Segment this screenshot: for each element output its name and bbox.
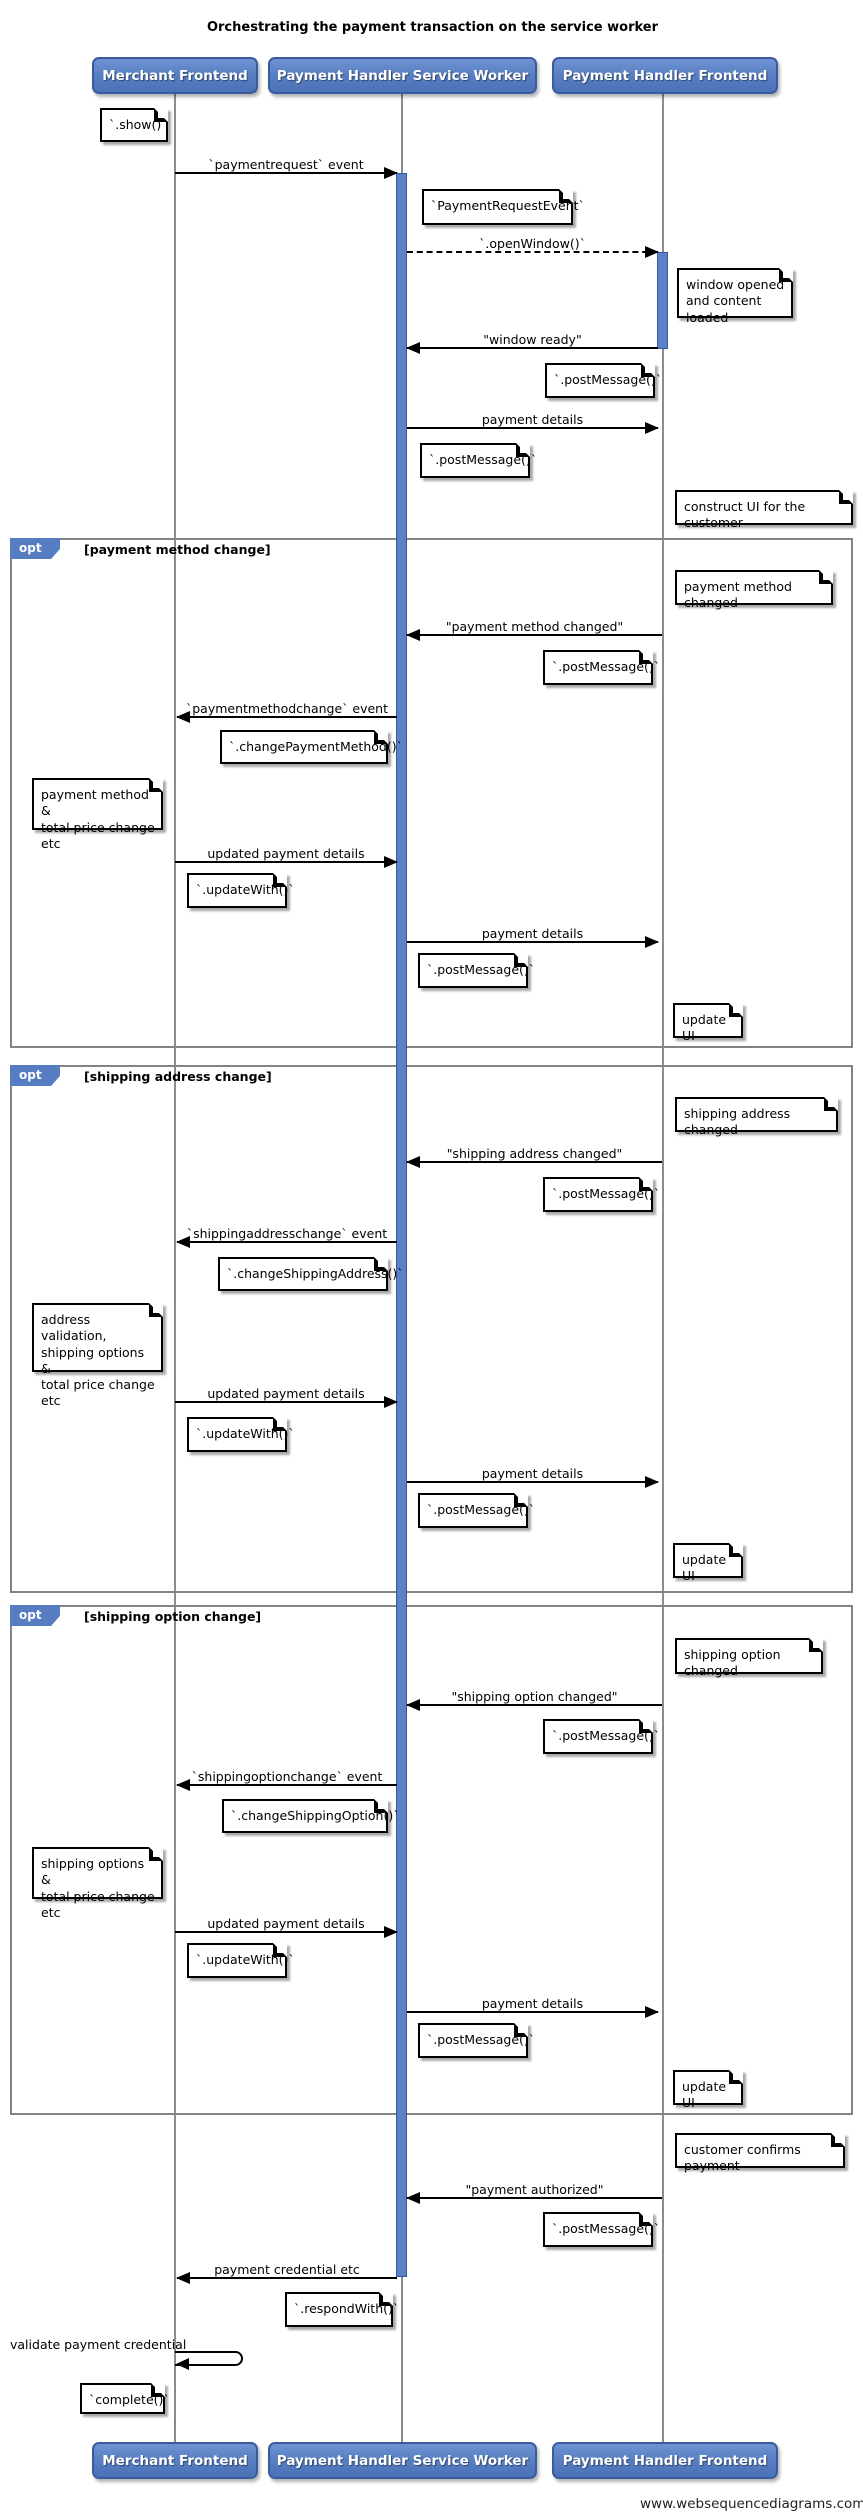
note-changepaymentmethod: `.changePaymentMethod()`	[220, 730, 403, 764]
message-paymentrequest-event: `paymentrequest` event	[175, 156, 398, 179]
opt-fragment-condition: [payment method change]	[84, 542, 271, 557]
note-updatewith-opt1: `.updateWith()`	[187, 873, 295, 908]
message-label: "shipping option changed"	[451, 1689, 618, 1704]
message-validate-payment-credential-loop	[175, 2351, 243, 2366]
message-label: payment details	[481, 412, 584, 427]
note-window-opened: window opened and content loaded	[677, 268, 793, 325]
message-payment-details-1: payment details	[407, 411, 659, 434]
note-update-ui-opt1: update UI	[673, 1003, 743, 1043]
note-postmessage-opt2: `.postMessage()`	[543, 1177, 660, 1212]
note-update-ui-opt2: update UI	[673, 1543, 743, 1583]
note-shipping-options-total-price: shipping options & total price change et…	[32, 1847, 163, 1920]
message-shippingoptionchange-event: `shippingoptionchange` event	[176, 1768, 397, 1791]
activation-payment-handler-frontend	[657, 252, 668, 349]
note-customer-confirms-payment: customer confirms payment	[675, 2133, 845, 2173]
message-label: `paymentrequest` event	[208, 157, 364, 172]
note-show: `.show()`	[100, 108, 168, 142]
lifeline-merchant-frontend	[174, 93, 176, 2442]
participant-top-payment-handler-frontend: Payment Handler Frontend	[552, 57, 778, 94]
note-respondwith: `.respondWith()`	[285, 2292, 399, 2327]
message-label: payment details	[481, 1466, 584, 1481]
participant-bottom-payment-handler-frontend: Payment Handler Frontend	[552, 2442, 778, 2479]
participant-top-merchant-frontend: Merchant Frontend	[92, 57, 258, 94]
note-payment-method-changed: payment method changed	[675, 570, 833, 610]
opt-fragment-condition: [shipping option change]	[84, 1609, 262, 1624]
message-payment-details-3: payment details	[407, 1465, 659, 1488]
message-window-ready: "window ready"	[406, 331, 658, 354]
diagram-title: Orchestrating the payment transaction on…	[206, 20, 659, 35]
message-payment-credential-etc: payment credential etc	[176, 2261, 397, 2284]
message-label: `shippingaddresschange` event	[186, 1226, 388, 1241]
note-postmessage-final: `.postMessage()`	[543, 2212, 660, 2247]
note-updatewith-opt2: `.updateWith()`	[187, 1417, 295, 1452]
note-construct-ui: construct UI for the customer	[675, 490, 853, 530]
message-label: "payment method changed"	[445, 619, 624, 634]
message-updated-payment-details-2: updated payment details	[175, 1385, 398, 1408]
message-label: payment details	[481, 1996, 584, 2011]
message-shipping-option-changed: "shipping option changed"	[406, 1688, 662, 1711]
note-paymentrequestevent: `PaymentRequestEvent`	[422, 189, 585, 225]
opt-fragment-keyword: opt	[10, 538, 60, 559]
note-postmessage-opt3-details: `.postMessage()`	[418, 2023, 535, 2058]
note-postmessage-payment-details-1: `.postMessage()`	[420, 443, 537, 478]
opt-fragment-shipping-option-change: opt [shipping option change]	[10, 1605, 853, 2115]
note-update-ui-opt3: update UI	[673, 2070, 743, 2110]
message-label: payment credential etc	[214, 2262, 360, 2277]
note-postmessage-opt1-details: `.postMessage()`	[418, 953, 535, 988]
message-shipping-address-changed: "shipping address changed"	[406, 1145, 662, 1168]
lifeline-payment-handler-frontend	[662, 93, 664, 2442]
note-changeshippingoption: `.changeShippingOption()`	[222, 1799, 399, 1833]
note-postmessage-window-ready: `.postMessage()`	[545, 363, 662, 398]
message-payment-authorized: "payment authorized"	[406, 2181, 662, 2204]
message-label: payment details	[481, 926, 584, 941]
message-label: "window ready"	[483, 332, 582, 347]
message-updated-payment-details-3: updated payment details	[175, 1915, 398, 1938]
message-label: `.openWindow()`	[479, 236, 586, 251]
note-complete: `complete()`	[80, 2383, 170, 2414]
message-label: `paymentmethodchange` event	[185, 701, 389, 716]
message-payment-details-4: payment details	[407, 1995, 659, 2018]
note-shipping-option-changed: shipping option changed	[675, 1638, 823, 1678]
self-arrowhead-icon	[176, 2358, 189, 2370]
message-validate-payment-credential-label: validate payment credential	[10, 2337, 187, 2352]
message-label: "payment authorized"	[465, 2182, 604, 2197]
message-shippingaddresschange-event: `shippingaddresschange` event	[176, 1225, 397, 1248]
message-payment-method-changed: "payment method changed"	[406, 618, 662, 641]
participant-top-payment-handler-service-worker: Payment Handler Service Worker	[268, 57, 537, 94]
message-label: `shippingoptionchange` event	[191, 1769, 383, 1784]
message-updated-payment-details-1: updated payment details	[175, 845, 398, 868]
note-payment-method-total-price: payment method & total price change etc	[32, 778, 163, 851]
note-updatewith-opt3: `.updateWith()`	[187, 1943, 295, 1978]
message-label: "shipping address changed"	[446, 1146, 623, 1161]
message-openwindow: `.openWindow()`	[407, 235, 659, 258]
activation-service-worker	[396, 173, 407, 2277]
message-label: updated payment details	[207, 846, 365, 861]
participant-bottom-merchant-frontend: Merchant Frontend	[92, 2442, 258, 2479]
opt-fragment-shipping-address-change: opt [shipping address change]	[10, 1065, 853, 1593]
opt-fragment-condition: [shipping address change]	[84, 1069, 272, 1084]
message-paymentmethodchange-event: `paymentmethodchange` event	[176, 700, 397, 723]
participant-bottom-payment-handler-service-worker: Payment Handler Service Worker	[268, 2442, 537, 2479]
message-payment-details-2: payment details	[407, 925, 659, 948]
opt-fragment-payment-method-change: opt [payment method change]	[10, 538, 853, 1048]
opt-fragment-keyword: opt	[10, 1605, 60, 1626]
note-address-validation: address validation, shipping options & t…	[32, 1303, 163, 1408]
message-label: updated payment details	[207, 1916, 365, 1931]
note-shipping-address-changed: shipping address changed	[675, 1097, 838, 1137]
note-postmessage-opt3: `.postMessage()`	[543, 1719, 660, 1754]
message-label: updated payment details	[207, 1386, 365, 1401]
note-postmessage-opt2-details: `.postMessage()`	[418, 1493, 535, 1528]
watermark: www.websequencediagrams.com	[640, 2496, 863, 2512]
opt-fragment-keyword: opt	[10, 1065, 60, 1086]
note-changeshippingaddress: `.changeShippingAddress()`	[218, 1257, 404, 1291]
note-postmessage-opt1: `.postMessage()`	[543, 650, 660, 685]
